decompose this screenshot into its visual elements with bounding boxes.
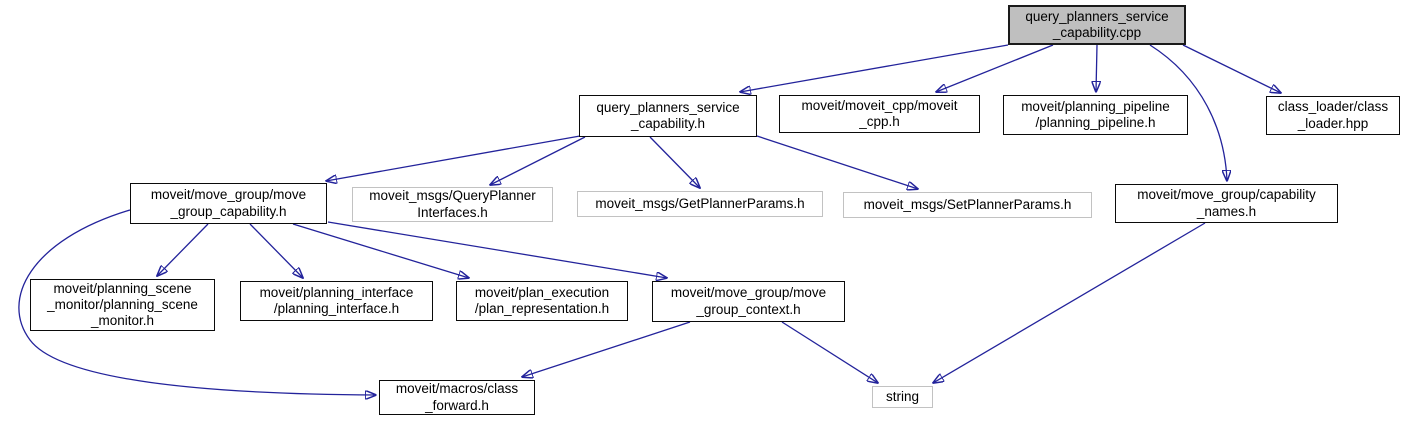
node-string: string bbox=[872, 386, 933, 408]
edge-context-to-class-forward bbox=[522, 321, 691, 377]
node-label: moveit/move_group/capability _names.h bbox=[1137, 187, 1316, 219]
node-label: moveit/planning_pipeline /planning_pipel… bbox=[1021, 98, 1170, 131]
node-class-loader-hpp[interactable]: class_loader/class _loader.hpp bbox=[1266, 96, 1400, 135]
node-label: moveit/move_group/move _group_context.h bbox=[670, 285, 827, 317]
node-label: moveit_msgs/GetPlannerParams.h bbox=[595, 195, 805, 211]
node-moveit-cpp-h[interactable]: moveit/moveit_cpp/moveit _cpp.h bbox=[779, 95, 980, 133]
edge-capability-names-to-string bbox=[933, 222, 1206, 383]
edge-mgc-to-plan-representation bbox=[292, 223, 469, 278]
edge-context-to-string bbox=[781, 321, 878, 383]
node-label: moveit_msgs/QueryPlanner Interfaces.h bbox=[369, 188, 536, 220]
node-capability-names-h[interactable]: moveit/move_group/capability _names.h bbox=[1115, 184, 1338, 223]
node-label: moveit/macros/class _forward.h bbox=[395, 381, 519, 413]
node-label: moveit_msgs/SetPlannerParams.h bbox=[863, 196, 1072, 212]
node-label: string bbox=[885, 388, 919, 404]
node-label: moveit/moveit_cpp/moveit _cpp.h bbox=[801, 97, 958, 130]
node-label: moveit/planning_interface /planning_inte… bbox=[259, 284, 414, 317]
node-label: moveit/plan_execution /plan_representati… bbox=[474, 284, 610, 317]
node-query-planners-service-capability-cpp: query_planners_service _capability.cpp bbox=[1008, 5, 1186, 45]
edge-h-to-set-planner-params bbox=[756, 135, 918, 189]
edge-cpp-to-moveit-cpp bbox=[936, 44, 1054, 92]
node-set-planner-params-h: moveit_msgs/SetPlannerParams.h bbox=[843, 192, 1092, 218]
node-move-group-context-h[interactable]: moveit/move_group/move _group_context.h bbox=[652, 281, 845, 322]
node-label: class_loader/class _loader.hpp bbox=[1277, 99, 1389, 131]
edge-mgc-to-planning-scene-monitor bbox=[157, 223, 209, 276]
node-plan-representation-h[interactable]: moveit/plan_execution /plan_representati… bbox=[456, 281, 628, 321]
edge-cpp-to-capability-h bbox=[740, 44, 1009, 92]
node-label: moveit/planning_scene _monitor/planning_… bbox=[47, 281, 198, 328]
node-move-group-capability-h[interactable]: moveit/move_group/move _group_capability… bbox=[130, 183, 327, 224]
node-planning-interface-h[interactable]: moveit/planning_interface /planning_inte… bbox=[240, 281, 433, 321]
node-get-planner-params-h: moveit_msgs/GetPlannerParams.h bbox=[577, 191, 823, 217]
node-query-planner-interfaces-h: moveit_msgs/QueryPlanner Interfaces.h bbox=[352, 187, 553, 222]
edge-h-to-move-group-capability bbox=[326, 135, 581, 181]
node-label: moveit/move_group/move _group_capability… bbox=[150, 187, 307, 219]
edge-h-to-get-planner-params bbox=[649, 136, 700, 188]
edge-h-to-query-planner-interfaces bbox=[490, 136, 586, 185]
node-label: query_planners_service _capability.cpp bbox=[1025, 8, 1169, 41]
edge-mgc-to-move-group-context bbox=[327, 221, 667, 278]
node-label: query_planners_service _capability.h bbox=[596, 99, 740, 132]
edge-cpp-to-planning-pipeline bbox=[1096, 44, 1097, 92]
node-planning-scene-monitor-h[interactable]: moveit/planning_scene _monitor/planning_… bbox=[30, 279, 215, 331]
edge-cpp-to-class-loader bbox=[1182, 44, 1281, 93]
node-query-planners-service-capability-h[interactable]: query_planners_service _capability.h bbox=[579, 95, 757, 137]
node-planning-pipeline-h[interactable]: moveit/planning_pipeline /planning_pipel… bbox=[1003, 95, 1188, 135]
edge-mgc-to-planning-interface bbox=[249, 223, 303, 278]
node-class-forward-h[interactable]: moveit/macros/class _forward.h bbox=[379, 380, 535, 415]
